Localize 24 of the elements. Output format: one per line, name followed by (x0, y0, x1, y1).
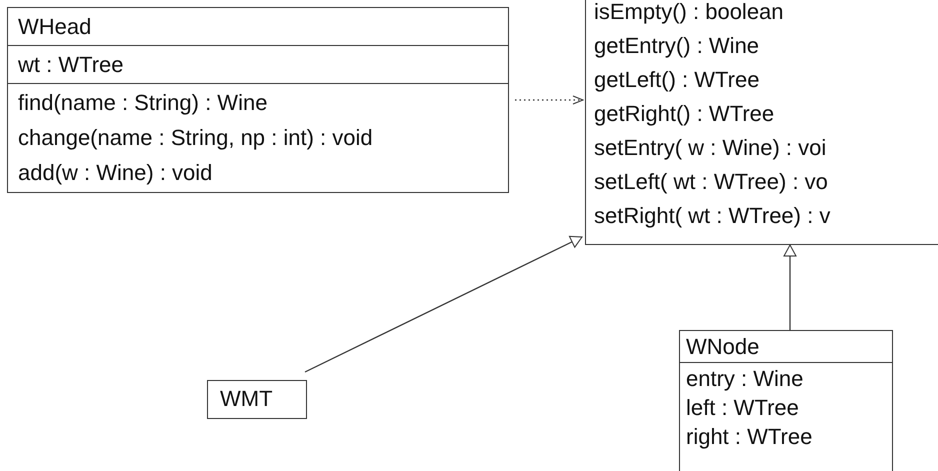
class-member: find(name : String) : Wine (18, 89, 268, 117)
dependency-arrow (515, 96, 584, 104)
inheritance-arrow (784, 244, 796, 330)
class-member: WMT (220, 385, 274, 413)
class-member: setRight( wt : WTree) : v (594, 202, 832, 230)
class-member: getEntry() : Wine (594, 32, 760, 60)
class-name: WHead (18, 13, 92, 41)
class-member: getRight() : WTree (594, 100, 776, 128)
class-member: wt : WTree (18, 51, 125, 79)
inheritance-arrow (304, 236, 582, 373)
class-member: setLeft( wt : WTree) : vo (594, 168, 829, 196)
class-member: change(name : String, np : int) : void (18, 124, 374, 152)
class-box (7, 7, 509, 193)
class-member: getLeft() : WTree (594, 66, 760, 94)
class-member: right : WTree (686, 423, 814, 451)
class-member: isEmpty() : boolean (594, 0, 785, 26)
class-member: entry : Wine (686, 365, 804, 393)
class-box (207, 380, 307, 419)
class-member: add(w : Wine) : void (18, 159, 214, 187)
class-box (585, 0, 938, 245)
class-name: WNode (686, 333, 760, 361)
class-box (679, 330, 893, 471)
class-member: left : WTree (686, 394, 800, 422)
class-member: setEntry( w : Wine) : voi (594, 134, 828, 162)
